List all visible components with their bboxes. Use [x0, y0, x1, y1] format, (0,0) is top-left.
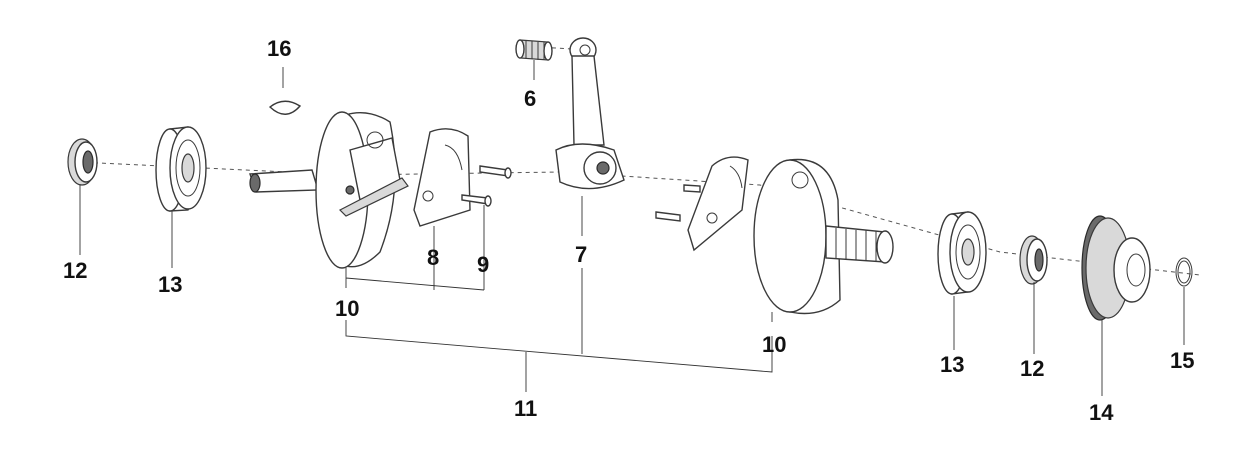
callout-14: 14 — [1089, 400, 1114, 425]
part-8-counterweight-plate-right — [655, 156, 749, 252]
callout-9: 9 — [477, 252, 489, 277]
callout-labels: 16 6 12 13 8 9 7 10 11 10 13 12 14 15 — [63, 36, 1194, 425]
part-9-screws — [461, 165, 512, 207]
part-6-needle-bearing — [515, 39, 553, 61]
callout-6: 6 — [524, 86, 536, 111]
part-13-bearing-left — [155, 126, 207, 212]
callout-10-right: 10 — [762, 332, 786, 357]
callout-12-left: 12 — [63, 258, 87, 283]
part-10-flywheel-left — [249, 111, 409, 269]
part-12-oil-seal-right — [1019, 235, 1048, 285]
callout-13-left: 13 — [158, 272, 182, 297]
callout-10-left: 10 — [335, 296, 359, 321]
callout-12-right: 12 — [1020, 356, 1044, 381]
part-7-connecting-rod — [555, 37, 625, 190]
part-13-bearing-right — [937, 211, 987, 295]
part-10-flywheel-right — [753, 158, 894, 315]
callout-15: 15 — [1170, 348, 1194, 373]
part-16-woodruff-key — [268, 100, 302, 115]
callout-11: 11 — [514, 396, 537, 421]
part-14-gear — [1081, 215, 1151, 321]
leader-lines — [79, 60, 1185, 396]
part-8-counterweight-plate — [413, 128, 471, 227]
part-12-oil-seal-left — [67, 138, 98, 186]
callout-16: 16 — [267, 36, 291, 61]
callout-7: 7 — [575, 242, 587, 267]
callout-8: 8 — [427, 245, 439, 270]
part-15-circlip — [1175, 257, 1193, 287]
callout-13-right: 13 — [940, 352, 964, 377]
